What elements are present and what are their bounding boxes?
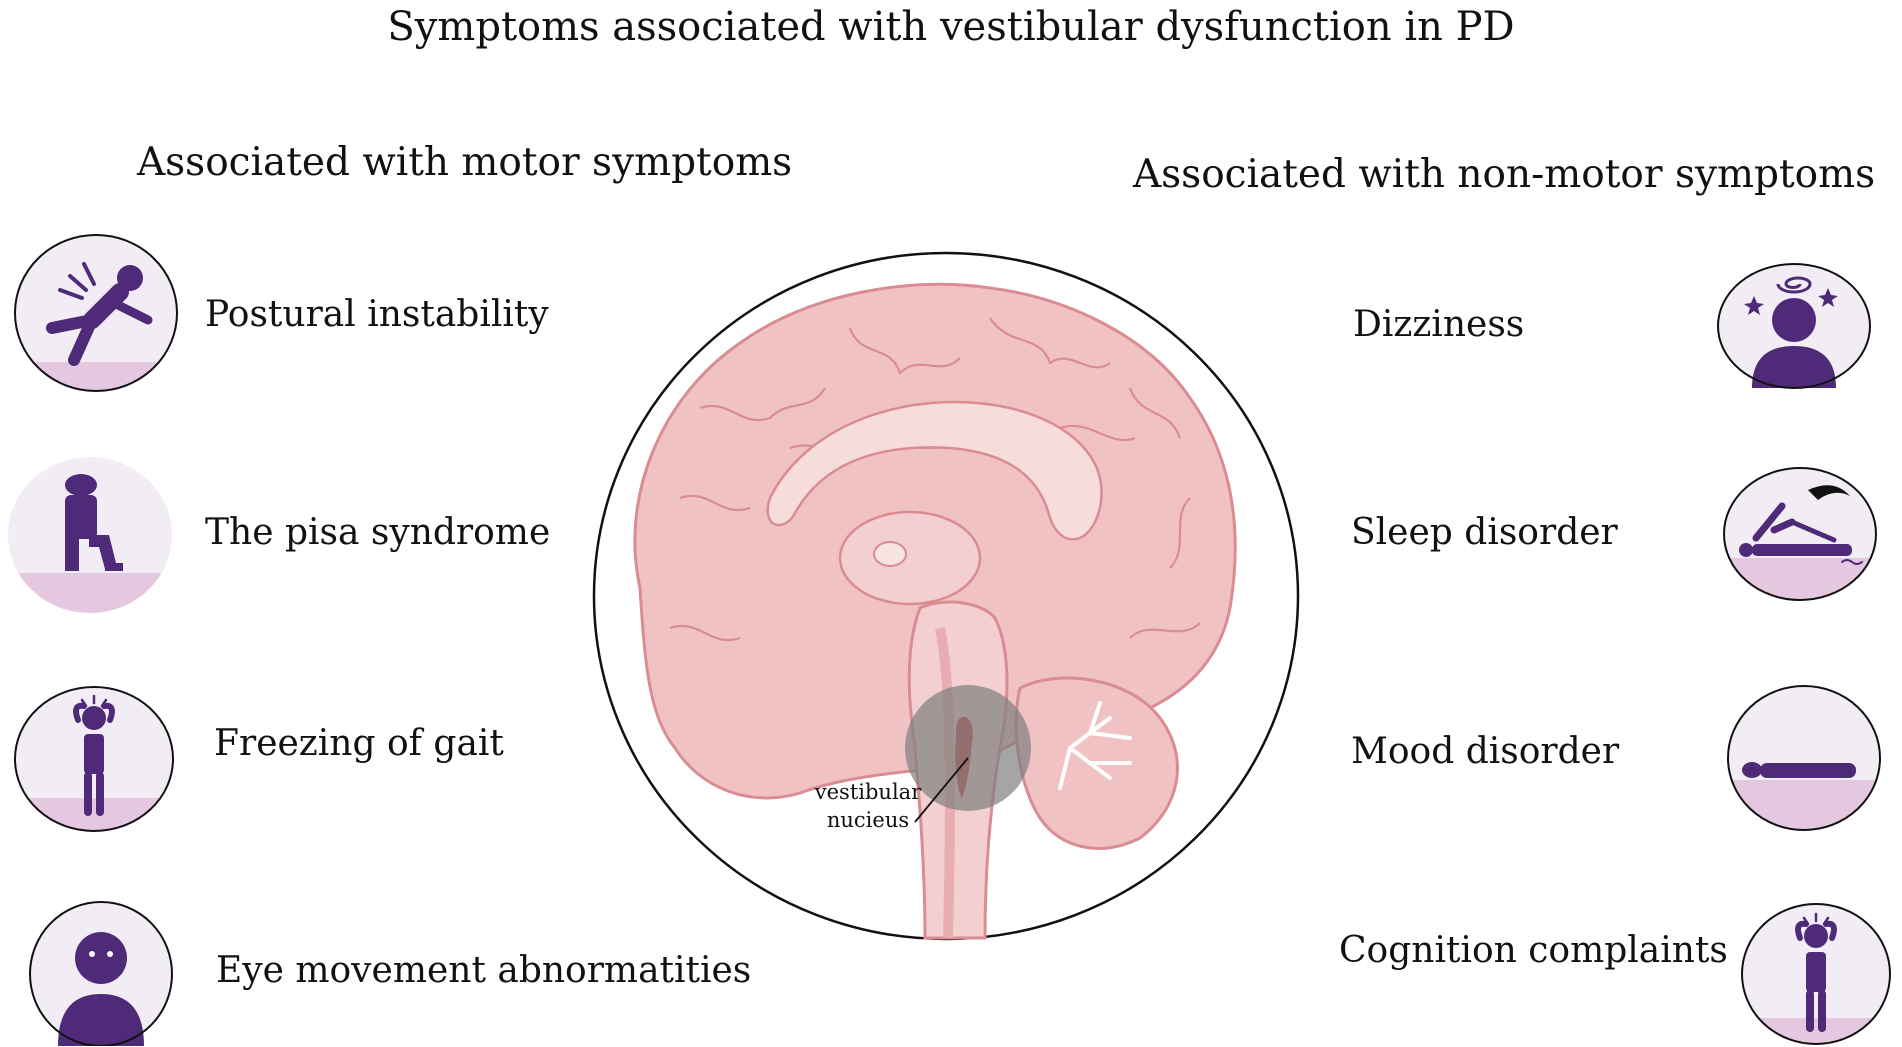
person-holding-head-icon [73,694,115,816]
eye-movement-badge [29,901,173,1046]
vestibular-nucleus [955,717,973,798]
motor-item-3-label: Freezing of gait [214,723,504,764]
head-with-eyes-icon [58,932,144,1046]
vestibular-annotation-line1: vestibular [814,780,922,804]
non-motor-item-3-label: Mood disorder [1351,731,1620,772]
brain-illustration [592,251,1300,941]
lying-person-icon [1742,762,1856,778]
motor-item-1-label: Postural instability [205,294,549,335]
thalamus [838,510,982,606]
sleep-disorder-badge [1723,467,1877,601]
freezing-of-gait-badge [14,686,174,832]
postural-instability-badge [14,234,178,392]
sleeping-person-icon [1739,485,1863,565]
dizzy-head-icon [1744,276,1838,388]
figure-title: Symptoms associated with vestibular dysf… [387,4,1515,50]
dizziness-badge [1717,263,1871,389]
non-motor-item-2-label: Sleep disorder [1351,512,1618,553]
non-motor-item-1-label: Dizziness [1353,304,1525,345]
person-holding-head-icon [1795,912,1837,1032]
vestibular-annotation-line2: nucieus [826,808,910,832]
annotation-leader-line [914,757,969,823]
bent-posture-person-icon [65,474,123,571]
cognition-complaints-badge [1741,903,1891,1045]
non-motor-item-4-label: Cognition complaints [1339,930,1728,971]
motor-item-4-label: Eye movement abnormatities [216,950,752,991]
arbor-vitae [1058,701,1132,790]
motor-item-2-label: The pisa syndrome [205,512,551,553]
non-motor-heading: Associated with non-motor symptoms [1133,152,1876,197]
mood-disorder-badge [1727,685,1881,831]
corpus-callosum [766,400,1103,541]
motor-heading: Associated with motor symptoms [137,140,793,185]
falling-person-icon [46,262,153,366]
pisa-syndrome-badge [8,457,172,613]
